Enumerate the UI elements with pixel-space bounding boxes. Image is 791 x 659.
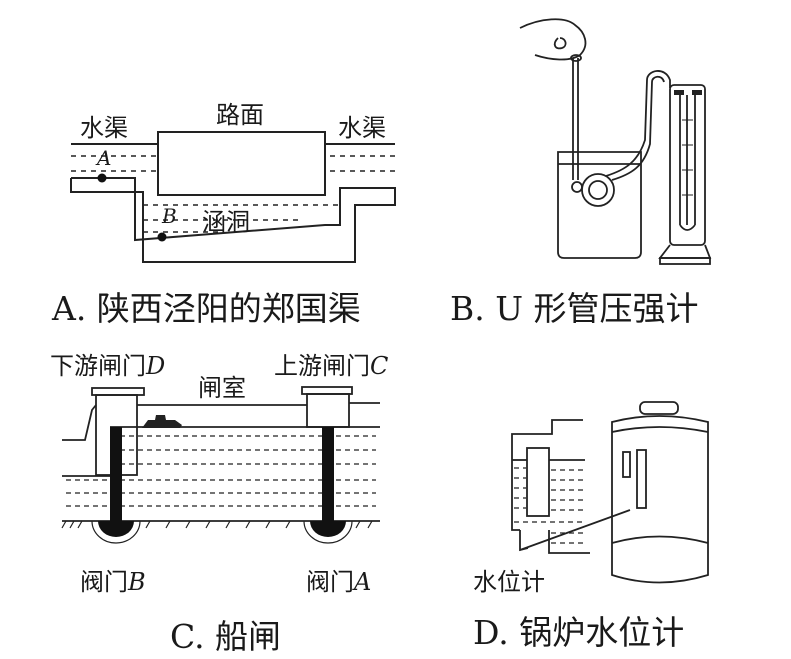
caption-c: C. 船闸 (170, 617, 282, 656)
road-block (157, 131, 326, 196)
upstream-gate-cap (301, 386, 353, 395)
point-b-dot (157, 232, 167, 242)
panel-d-boiler-water-gauge: 水位计 D. 锅炉水位计 (440, 380, 791, 659)
downstream-gate-text: 下游闸门 (50, 352, 146, 380)
manometer-diagram (519, 18, 712, 265)
boiler-lid (639, 401, 679, 415)
gate-b-post (110, 427, 122, 522)
upstream-gate-text: 上游闸门 (274, 352, 370, 380)
point-a-label: A (97, 146, 112, 170)
probe-membrane (581, 173, 615, 207)
caption-d: D. 锅炉水位计 (473, 613, 685, 652)
canal-culvert-diagram (70, 131, 396, 263)
downstream-gate-label: 下游闸门D (50, 346, 165, 381)
road-surface-label: 路面 (216, 101, 264, 129)
channel-outline (70, 177, 396, 263)
boiler-body (611, 415, 709, 584)
water-gauge-label: 水位计 (473, 568, 545, 596)
valve-b-text: 阀门 (80, 568, 128, 596)
lock-chamber-label: 闸室 (198, 374, 246, 402)
beaker (557, 151, 642, 259)
caption-a: A. 陕西泾阳的郑国渠 (52, 289, 361, 328)
water-channel-left-label: 水渠 (80, 114, 128, 142)
upstream-gate-housing (306, 393, 350, 428)
gauge-window-tall (636, 449, 647, 509)
panel-a-zhengguo-canal: 水渠 路面 水渠 A B 涵洞 A. 陕西泾阳的郑国渠 (0, 0, 420, 330)
panel-b-u-tube-manometer: B. U 形管压强计 (440, 0, 791, 330)
point-a-dot (97, 173, 107, 183)
valve-b-label: 阀门B (80, 562, 146, 597)
culvert-label: 涵洞 (202, 208, 250, 236)
valve-a-letter: A (354, 568, 372, 596)
valve-a-label: 阀门A (306, 562, 371, 597)
u-tube-frame (669, 84, 706, 246)
point-b-label: B (162, 204, 177, 228)
gauge-tube (526, 447, 550, 517)
boat (142, 415, 182, 428)
ship-lock-diagram (61, 386, 380, 544)
upstream-gate-label: 上游闸门C (274, 346, 388, 381)
panel-c-ship-lock: 下游闸门D 闸室 上游闸门C 阀门B 阀门A C. 船闸 (0, 340, 420, 659)
gate-a-post (322, 427, 334, 522)
downstream-gate-cap (91, 387, 145, 396)
valve-b-letter: B (128, 568, 146, 596)
downstream-gate-letter: D (146, 352, 166, 380)
boiler-diagram (511, 401, 709, 584)
upstream-gate-letter: C (370, 352, 389, 380)
hose (605, 70, 671, 177)
caption-b: B. U 形管压强计 (450, 289, 699, 328)
valve-a-text: 阀门 (306, 568, 354, 596)
hand-outline (519, 18, 587, 61)
gauge-window-small (622, 451, 631, 478)
water-channel-right-label: 水渠 (338, 114, 386, 142)
